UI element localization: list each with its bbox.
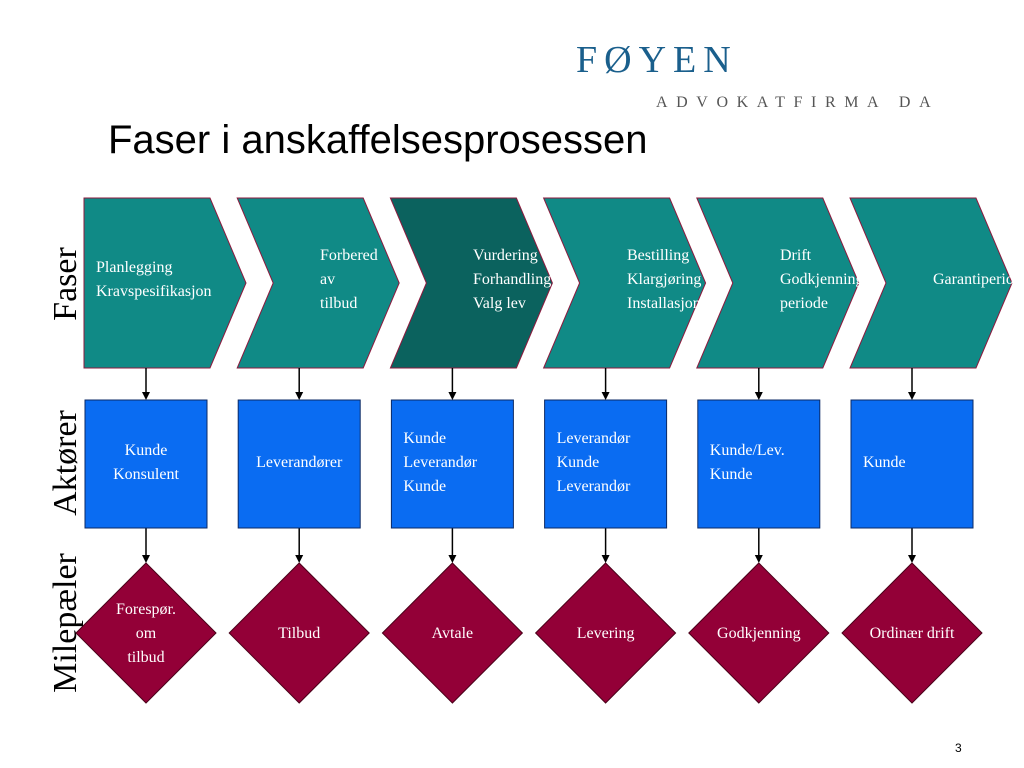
phase-label-4-line-3: Installasjon bbox=[627, 295, 701, 312]
actor-label-3-line-2: Leverandør bbox=[403, 454, 477, 471]
actor-label-3-line-1: Kunde bbox=[403, 430, 446, 447]
connector-phase-actor-3-head bbox=[448, 392, 457, 400]
milestone-label-4-line-1: Levering bbox=[577, 625, 635, 642]
connector-phase-actor-2-head bbox=[295, 392, 304, 400]
phase-chevron-5 bbox=[696, 197, 860, 369]
phase-row bbox=[83, 197, 1013, 369]
actor-box-6 bbox=[850, 399, 974, 529]
connector-actor-milestone-1-head bbox=[142, 555, 150, 563]
connector-actor-milestone-5-head bbox=[754, 555, 763, 563]
milestone-diamond-4 bbox=[534, 562, 677, 704]
connector-phase-actor-6-head bbox=[908, 392, 916, 400]
connector-actor-milestone-3-head bbox=[448, 555, 457, 563]
milestone-label-6-line-1: Ordinær drift bbox=[870, 625, 955, 642]
phase-label-3-line-2: Forhandling bbox=[473, 271, 551, 288]
milestone-diamond-1 bbox=[75, 562, 217, 704]
actor-label-1-line-1: Kunde bbox=[125, 442, 168, 459]
phase-chevron-3 bbox=[389, 197, 553, 369]
connector-phase-actor-1-head bbox=[142, 392, 150, 400]
actor-row: KundeKonsulentLeverandørerKundeLeverandø… bbox=[84, 399, 974, 529]
milestone-label-1-line-1: Forespør. bbox=[116, 601, 176, 618]
milestone-label-1-line-2: om bbox=[136, 625, 157, 642]
milestone-label-1-line-3: tilbud bbox=[127, 649, 164, 666]
slide-title: Faser i anskaffelsesprosessen bbox=[108, 118, 648, 162]
actor-label-5-line-1: Kunde/Lev. bbox=[710, 442, 785, 459]
connector-phase-actor-4-head bbox=[601, 392, 610, 400]
phase-label-2-line-2: av bbox=[320, 271, 335, 288]
actor-box-4 bbox=[544, 399, 668, 529]
phase-label-4-line-2: Klargjøring bbox=[627, 271, 701, 288]
milestone-diamond-2 bbox=[228, 562, 370, 704]
milestone-label-3-line-1: Avtale bbox=[432, 625, 473, 642]
actor-label-3-line-3: Kunde bbox=[403, 478, 446, 495]
milestone-diamond-3 bbox=[381, 562, 524, 704]
phase-label-4-line-1: Bestilling bbox=[627, 247, 689, 264]
milestone-label-2-line-1: Tilbud bbox=[278, 625, 320, 642]
brand-subtitle: ADVOKATFIRMA DA bbox=[656, 94, 940, 111]
actor-box-2 bbox=[237, 399, 361, 529]
connector-actor-milestone-4-head bbox=[601, 555, 610, 563]
connector-actor-milestone-2-head bbox=[295, 555, 304, 563]
milestone-diamond-6 bbox=[841, 562, 983, 704]
phase-label-1-line-2: Kravspesifikasjon bbox=[96, 283, 212, 300]
actor-box-1 bbox=[84, 399, 208, 529]
connector-phase-actor-5-head bbox=[754, 392, 763, 400]
milestone-label-5-line-1: Godkjenning bbox=[717, 625, 801, 642]
milestone-diamond-5 bbox=[688, 562, 830, 704]
page-number: 3 bbox=[955, 741, 962, 755]
phase-label-5-line-2: Godkjenning bbox=[780, 271, 864, 288]
connectors bbox=[142, 368, 916, 563]
actor-label-1-line-2: Konsulent bbox=[113, 466, 179, 483]
actor-label-2-line-1: Leverandører bbox=[256, 454, 343, 471]
phase-chevron-6 bbox=[849, 197, 1013, 369]
phase-label-3-line-3: Valg lev bbox=[473, 295, 526, 312]
phase-label-3-line-1: Vurdering bbox=[473, 247, 538, 264]
actor-label-4-line-2: Kunde bbox=[557, 454, 600, 471]
phase-chevron-2 bbox=[236, 197, 400, 369]
brand-logo: FØYEN ADVOKATFIRMA DA bbox=[560, 38, 1000, 118]
phase-label-2-line-3: tilbud bbox=[320, 295, 357, 312]
actor-label-4-line-1: Leverandør bbox=[557, 430, 631, 447]
phase-label-1-line-1: Planlegging bbox=[96, 259, 172, 276]
connector-actor-milestone-6-head bbox=[908, 555, 916, 563]
milestone-row: Forespør. om tilbud Tilbud Avtale Levering God… bbox=[75, 562, 983, 704]
actor-box-5 bbox=[697, 399, 821, 529]
actor-box-3 bbox=[390, 399, 514, 529]
phase-label-2-line-1: Forbered bbox=[320, 247, 378, 264]
phase-label-5-line-3: periode bbox=[780, 295, 828, 312]
phase-label-6-line-1: Garantiperiode bbox=[933, 271, 1024, 288]
phase-chevron-1 bbox=[83, 197, 247, 369]
phase-label-5-line-1: Drift bbox=[780, 247, 812, 264]
actor-label-6-line-1: Kunde bbox=[863, 454, 906, 471]
actor-label-4-line-3: Leverandør bbox=[557, 478, 631, 495]
actor-label-5-line-2: Kunde bbox=[710, 466, 753, 483]
brand-name: FØYEN bbox=[576, 39, 738, 81]
phase-chevron-4 bbox=[542, 197, 707, 369]
